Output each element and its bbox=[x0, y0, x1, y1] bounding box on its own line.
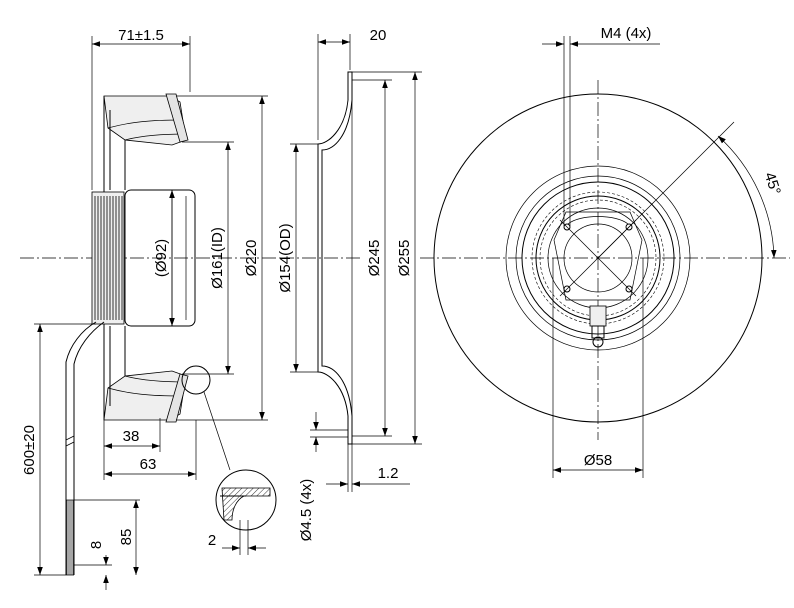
dim-strip-85: 85 bbox=[118, 529, 135, 546]
cable-gland bbox=[589, 305, 607, 348]
side-view: 71±1.5 (Ø92) Ø161(ID) Ø220 38 63 600±20 … bbox=[20, 27, 290, 590]
dim-cable-length: 600±20 bbox=[21, 425, 38, 475]
dim-inlet-id: Ø161(ID) bbox=[209, 227, 226, 289]
cable-wires bbox=[66, 499, 74, 575]
inlet-ring-profile bbox=[317, 71, 353, 445]
dim-wheel-diameter: Ø220 bbox=[243, 240, 260, 277]
dim-245: Ø245 bbox=[366, 240, 383, 277]
angle-45: 45° bbox=[761, 170, 784, 197]
front-view: 45° M4 (4x) Ø58 bbox=[420, 25, 790, 478]
wheel-outline bbox=[505, 165, 691, 351]
dim-holes: Ø4.5 (4x) bbox=[298, 479, 315, 542]
dim-thread: M4 (4x) bbox=[601, 25, 652, 42]
dim-63: 63 bbox=[140, 456, 157, 473]
dim-38: 38 bbox=[123, 428, 140, 445]
dim-ring-depth: 20 bbox=[370, 27, 387, 44]
dim-thickness: 1.2 bbox=[378, 465, 399, 482]
hub-center bbox=[563, 223, 633, 293]
detail-leader bbox=[203, 391, 231, 471]
lower-shroud-lip bbox=[165, 373, 189, 423]
detail-view: 2 bbox=[203, 391, 277, 555]
dim-hub-diameter: (Ø92) bbox=[153, 239, 170, 277]
cable bbox=[65, 321, 105, 575]
angle-arc bbox=[717, 135, 777, 259]
detail-circle bbox=[215, 469, 277, 531]
upper-shroud-lip bbox=[165, 93, 189, 143]
detail-callout-circle bbox=[181, 365, 211, 395]
motor-hub bbox=[124, 189, 196, 327]
motor-fins bbox=[94, 196, 123, 320]
dim-hole-circle: Ø58 bbox=[584, 452, 612, 469]
angle-leader bbox=[597, 121, 735, 259]
inlet-ring-view: 20 Ø154(OD) Ø245 Ø255 Ø4.5 (4x) 1.2 bbox=[277, 27, 422, 541]
outer-ring bbox=[433, 93, 763, 423]
dim-strip-8: 8 bbox=[88, 541, 105, 549]
mounting-holes bbox=[563, 223, 633, 293]
dim-255: Ø255 bbox=[396, 240, 413, 277]
motor-cooling-ring bbox=[531, 191, 665, 325]
motor-outline bbox=[521, 181, 675, 335]
dim-weld-2: 2 bbox=[208, 532, 216, 549]
dim-ring-od: Ø154(OD) bbox=[277, 223, 294, 292]
dim-width-tolerance: 71±1.5 bbox=[118, 27, 164, 44]
